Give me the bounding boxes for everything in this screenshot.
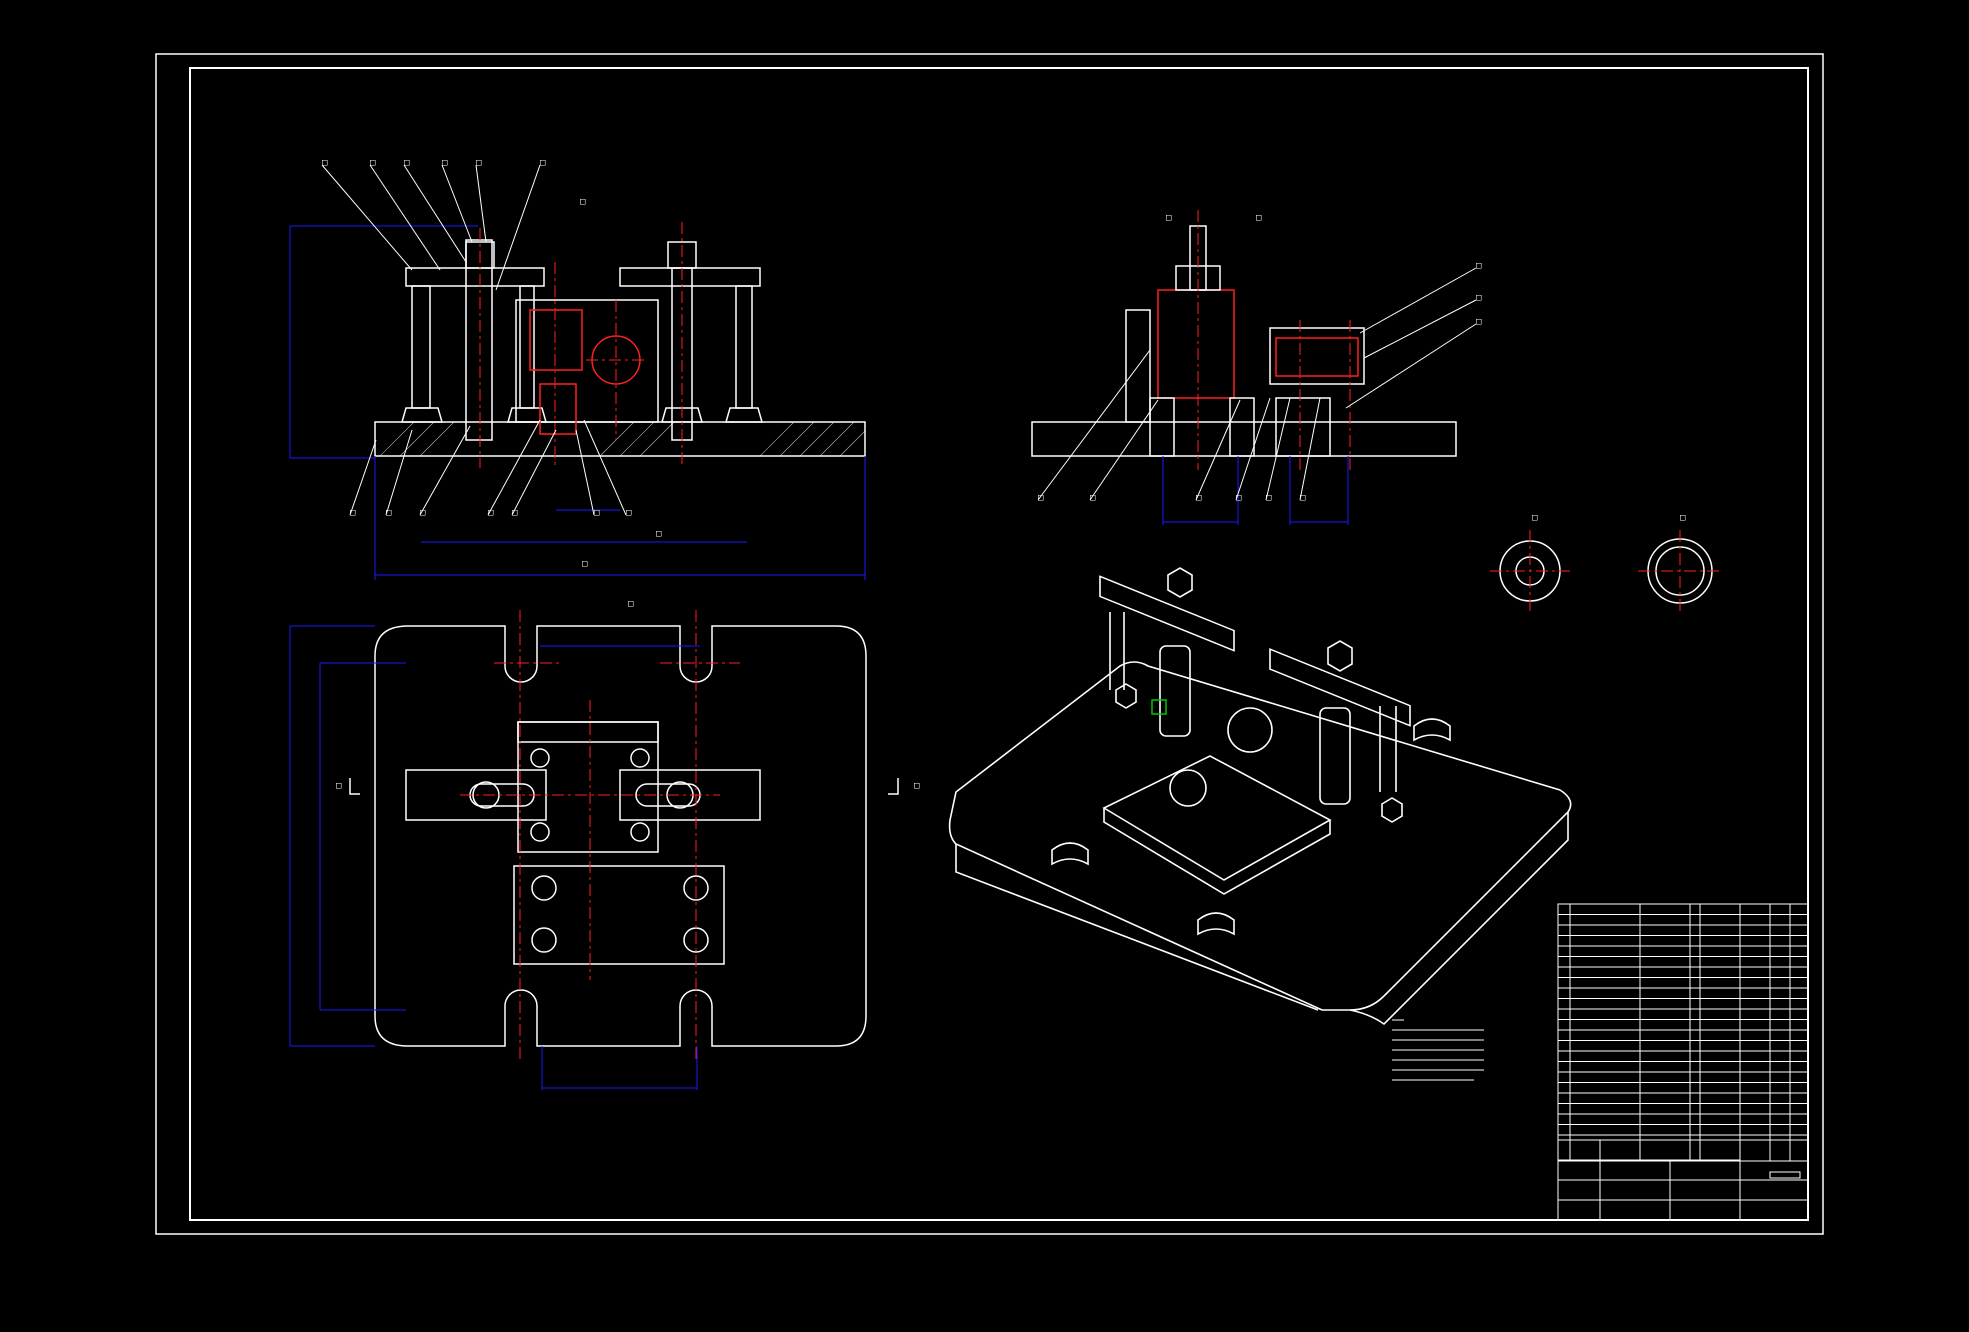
callout-label: □ — [404, 158, 410, 168]
callout-label: □ — [580, 197, 586, 207]
callout-label: □ — [1236, 493, 1242, 503]
side-clamp-inner — [1275, 337, 1359, 377]
iso-slot-3 — [1413, 718, 1451, 742]
right-nut-bottom — [661, 407, 703, 423]
side-block-3 — [1275, 397, 1331, 457]
callout-label: □ — [322, 158, 328, 168]
callout-label: □ — [1680, 513, 1686, 523]
callout-label: □ — [1532, 513, 1538, 523]
callout-label: □ — [386, 508, 392, 518]
callout-label: □ — [370, 158, 376, 168]
left-nut-bottom — [401, 407, 443, 423]
left-post-b — [465, 239, 493, 441]
top-bar-right — [619, 769, 761, 821]
inner-frame — [189, 67, 1809, 1221]
top-lower-block — [513, 865, 725, 965]
callout-label: □ — [1090, 493, 1096, 503]
iso-slot-2 — [1197, 912, 1235, 936]
title-block — [1557, 1139, 1809, 1221]
callout-label: □ — [1300, 493, 1306, 503]
side-clamp — [1269, 327, 1365, 385]
callout-label: □ — [420, 508, 426, 518]
callout-label: □ — [512, 508, 518, 518]
callout-label: □ — [350, 508, 356, 518]
callout-label: □ — [1038, 493, 1044, 503]
parts-list — [1557, 903, 1809, 1162]
section-mark-left — [349, 778, 360, 795]
callout-label: □ — [1266, 493, 1272, 503]
iso-springs — [1159, 645, 1351, 805]
callout-label: □ — [476, 158, 482, 168]
center-block — [529, 309, 583, 371]
side-upright — [1125, 309, 1151, 423]
callout-label: □ — [540, 158, 546, 168]
top-view — [289, 610, 899, 1090]
callout-label: □ — [594, 508, 600, 518]
callout-label: □ — [656, 529, 662, 539]
outer-frame — [155, 53, 1824, 1235]
right-nut-bottom-2 — [725, 407, 763, 423]
iso-bore — [1169, 769, 1207, 807]
callout-label: □ — [1256, 213, 1262, 223]
iso-left-clamp-bar — [1099, 575, 1235, 652]
side-block-1 — [1149, 397, 1175, 457]
callout-label: □ — [1476, 293, 1482, 303]
iso-bolt-heads — [1115, 567, 1403, 823]
parts-list-frame — [1557, 903, 1809, 1162]
callout-label: □ — [628, 599, 634, 609]
callout-label: □ — [488, 508, 494, 518]
top-upper-block-cap — [517, 721, 659, 743]
iso-boss — [1227, 707, 1273, 753]
iso-center-block — [1102, 755, 1332, 895]
callout-label: □ — [442, 158, 448, 168]
iso-posts — [1109, 612, 1397, 792]
iso-base-top — [948, 661, 1572, 1011]
callout-label: □ — [626, 508, 632, 518]
callout-label: □ — [1476, 261, 1482, 271]
iso-base-side — [955, 812, 1569, 1026]
callout-label: □ — [582, 559, 588, 569]
isometric-view — [948, 567, 1572, 1026]
side-block-2 — [1229, 397, 1255, 457]
side-section-view — [1031, 210, 1477, 525]
iso-accent-marker — [1151, 699, 1167, 715]
iso-right-clamp-bar — [1269, 647, 1411, 727]
callout-label: □ — [1196, 493, 1202, 503]
detail-views — [1490, 530, 1722, 612]
front-section-view — [289, 164, 866, 580]
technical-notes — [1392, 1019, 1484, 1081]
callout-labels: □ □ □ □ □ □ □ □ □ □ □ □ □ □ □ □ □ □ □ □ □ □ □ □ □ □ □ □ □ □ □ □ — [322, 158, 1686, 791]
callout-label: □ — [336, 781, 342, 791]
top-base-outline — [374, 625, 867, 1047]
center-body — [515, 299, 659, 423]
callout-label: □ — [914, 781, 920, 791]
callout-label: □ — [1476, 317, 1482, 327]
section-mark-right — [888, 778, 899, 795]
center-spring-housing — [539, 383, 577, 435]
iso-slot-1 — [1051, 842, 1089, 866]
callout-label: □ — [1166, 213, 1172, 223]
